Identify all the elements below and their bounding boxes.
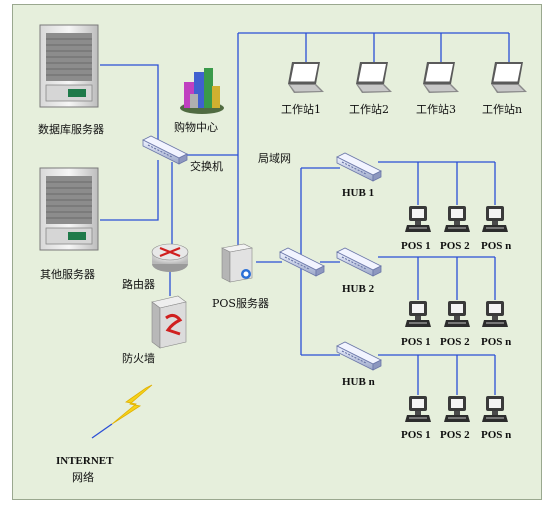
shopping-center-label: 购物中心 <box>174 121 218 134</box>
pos-label: POS 1 <box>401 336 431 348</box>
pos-terminal-icon <box>482 396 508 422</box>
router-label: 路由器 <box>122 278 155 291</box>
pos-terminal-icon <box>405 206 431 232</box>
pos-label: POS 1 <box>401 429 431 441</box>
lan-label: 局域网 <box>258 152 291 165</box>
internet-network-label: 网络 <box>72 471 94 484</box>
switch-label: 交换机 <box>190 160 223 173</box>
laptop-icon <box>491 62 527 93</box>
pos-label: POS 1 <box>401 240 431 252</box>
hub-n-icon <box>336 341 382 371</box>
pos-label: POS n <box>481 240 512 252</box>
pos-label: POS n <box>481 429 512 441</box>
connection-lines <box>100 32 510 395</box>
router-icon <box>151 243 189 272</box>
hub-1-icon <box>336 152 382 182</box>
pos-terminal-icon <box>444 396 470 422</box>
firewall-label: 防火墙 <box>122 352 155 365</box>
firewall-icon <box>151 295 187 349</box>
building-icon <box>180 68 224 114</box>
network-switch-icon <box>142 135 188 165</box>
pos-label: POS 2 <box>440 429 470 441</box>
pos-server-label: POS服务器 <box>212 297 269 310</box>
workstation-label: 工作站2 <box>349 103 389 116</box>
laptop-icon <box>288 62 324 93</box>
lightning-icon <box>91 384 153 439</box>
pos-terminal-icon <box>482 301 508 327</box>
workstation-label: 工作站3 <box>416 103 456 116</box>
pos-terminal-icon <box>444 206 470 232</box>
tower-server-icon <box>221 243 253 283</box>
pos-terminal-icon <box>405 396 431 422</box>
pos-terminal-icon <box>444 301 470 327</box>
pos-label: POS n <box>481 336 512 348</box>
laptop-icon <box>356 62 392 93</box>
hub-label: HUB 1 <box>342 187 375 199</box>
hub-label: HUB n <box>342 376 375 388</box>
laptop-icon <box>423 62 459 93</box>
db-server-label: 数据库服务器 <box>38 123 104 136</box>
database-server-icon <box>39 24 99 108</box>
internet-label: INTERNET <box>56 455 114 467</box>
workstation-label: 工作站n <box>482 103 523 116</box>
pos-label: POS 2 <box>440 336 470 348</box>
hub-label: HUB 2 <box>342 283 375 295</box>
lan-switch-icon <box>279 247 325 277</box>
pos-terminal-icon <box>482 206 508 232</box>
workstation-label: 工作站1 <box>281 103 321 116</box>
hub-2-icon <box>336 247 382 277</box>
pos-label: POS 2 <box>440 240 470 252</box>
other-server-icon <box>39 167 99 251</box>
pos-terminal-icon <box>405 301 431 327</box>
other-server-label: 其他服务器 <box>40 268 95 281</box>
